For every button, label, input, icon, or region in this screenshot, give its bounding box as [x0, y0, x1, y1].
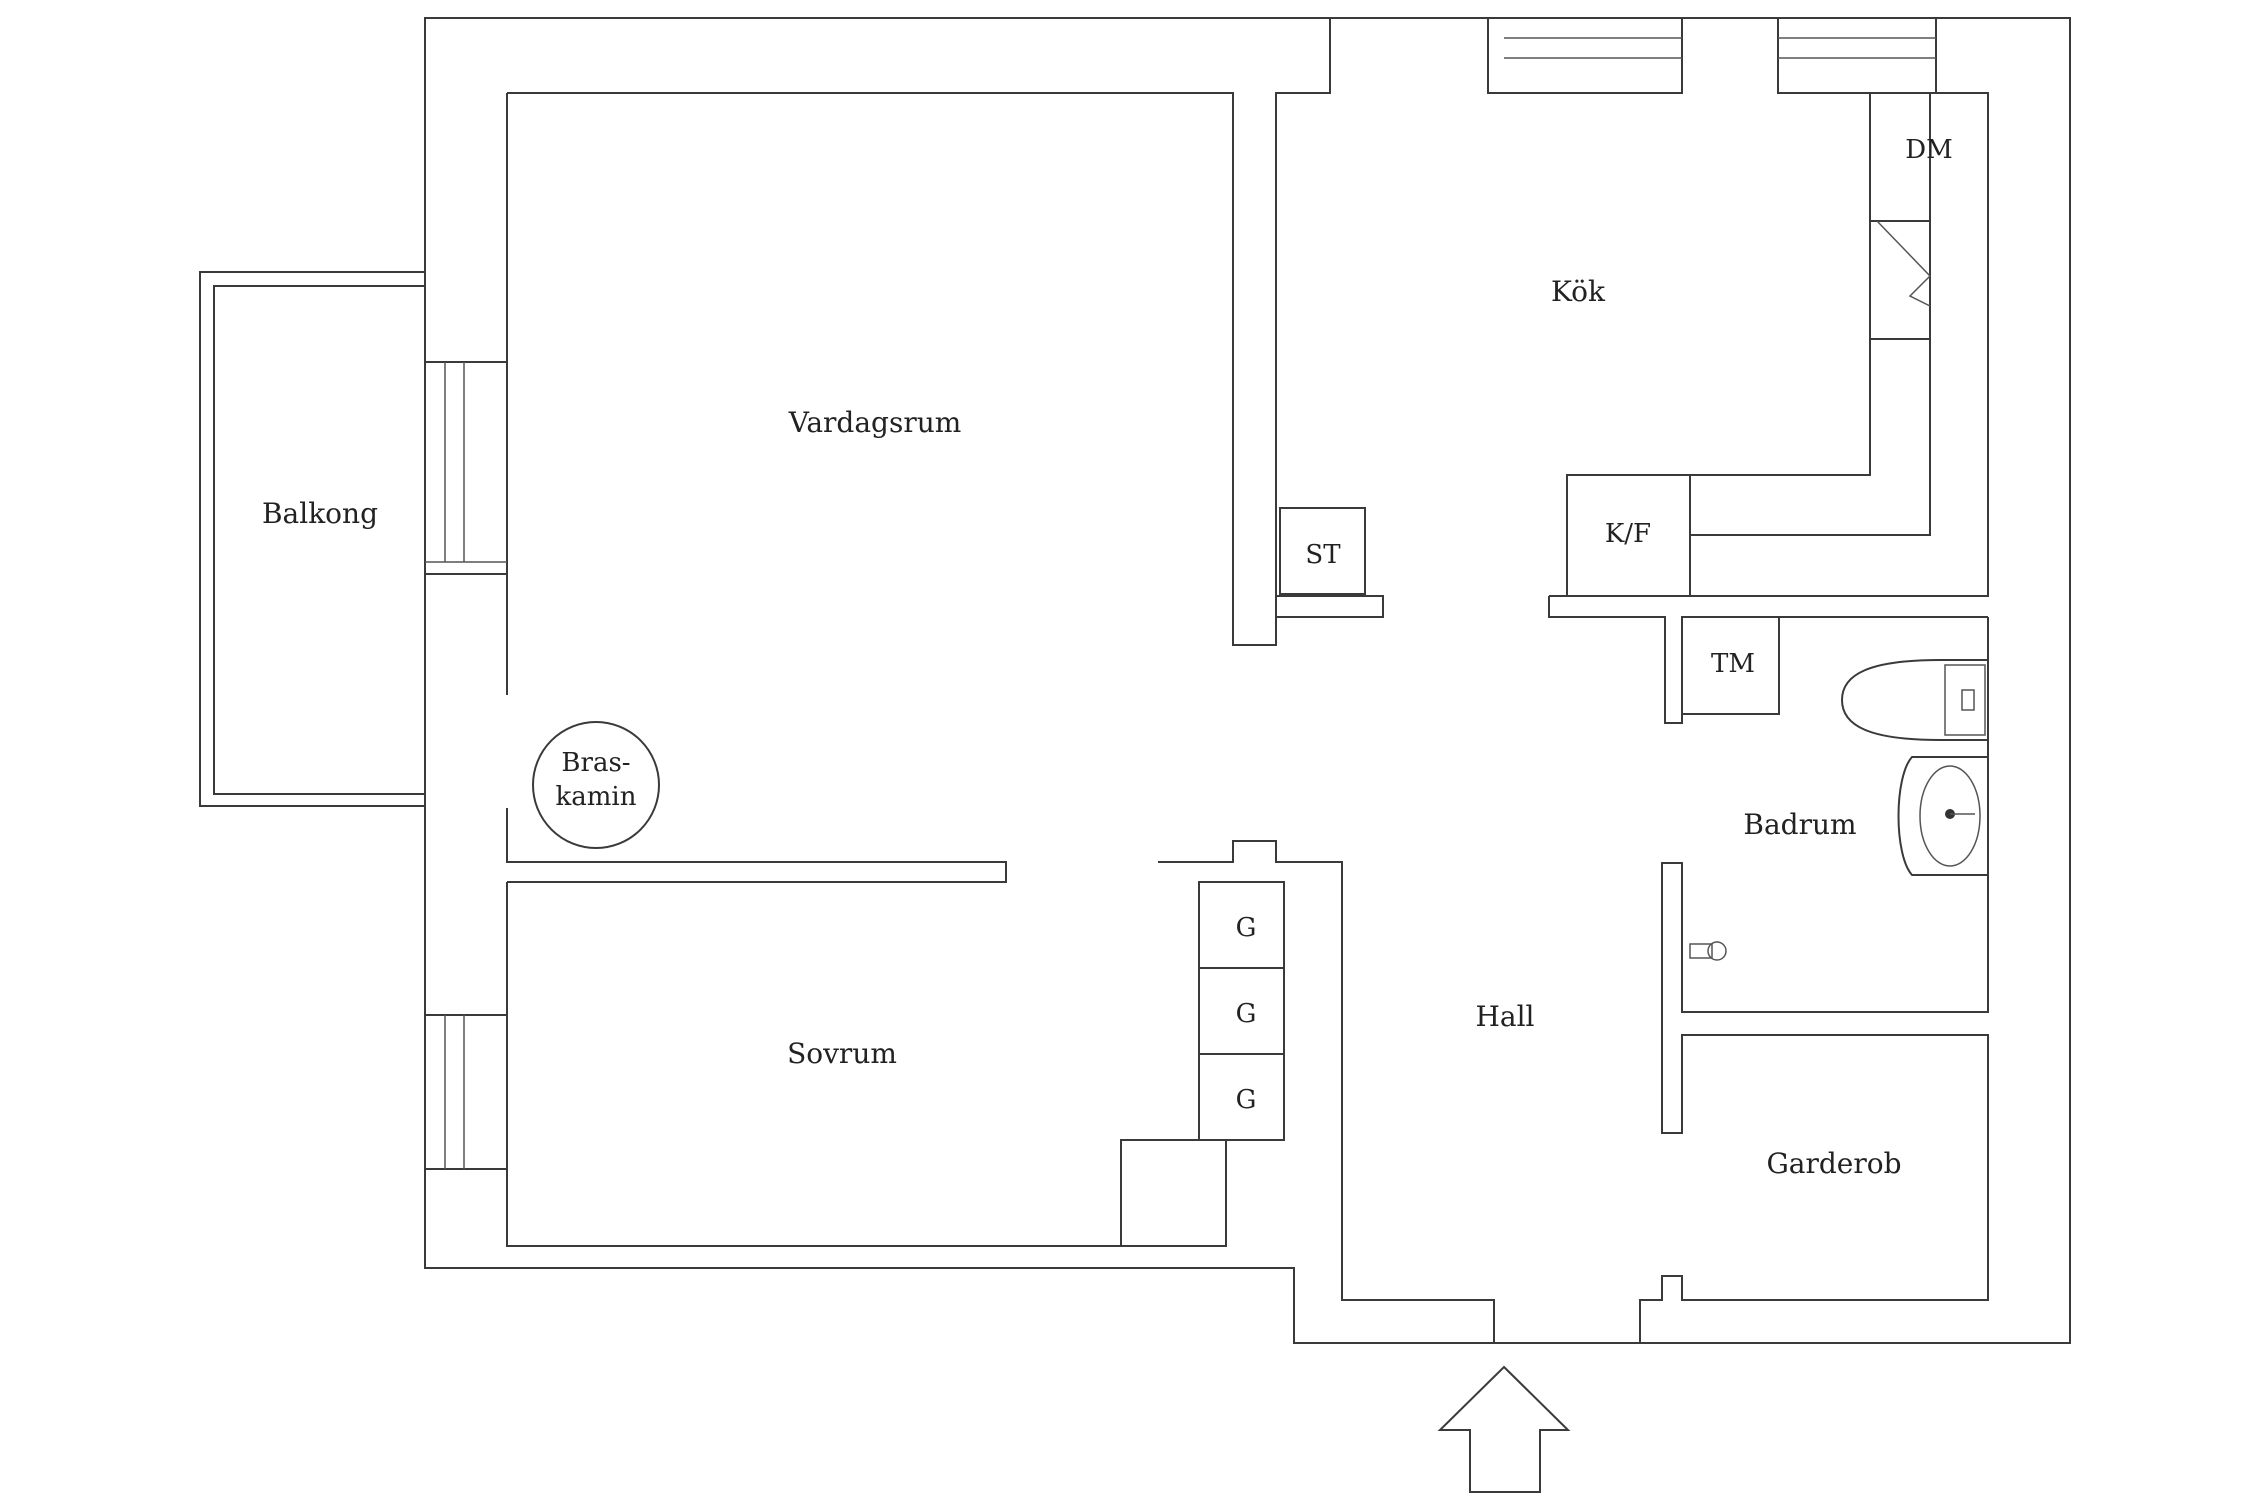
room-label-kok: Kök — [1551, 275, 1606, 308]
fixture-label-dm: DM — [1905, 135, 1952, 165]
fixture-label-g1: G — [1236, 913, 1257, 943]
fixture-label-kf: K/F — [1605, 519, 1651, 549]
stove-icon — [1869, 220, 1932, 340]
room-label-balkong: Balkong — [262, 497, 378, 530]
shower-icon — [1689, 941, 1727, 961]
room-label-hall: Hall — [1475, 1000, 1534, 1033]
bedroom-window — [424, 1014, 508, 1170]
fixture-label-tm: TM — [1711, 649, 1755, 679]
storage-wall — [1276, 595, 1384, 618]
living-room-walls — [507, 18, 1331, 646]
entrance-arrow-icon — [1437, 1365, 1571, 1493]
room-label-garderob: Garderob — [1766, 1147, 1901, 1180]
kitchen-counter — [1689, 92, 1989, 597]
room-label-vardagsrum: Vardagsrum — [788, 406, 962, 439]
fixture-label-braskamin-2: kamin — [556, 782, 637, 812]
balcony — [199, 271, 426, 807]
kitchen-counter-inner — [1690, 93, 1871, 476]
outer-wall — [424, 17, 2071, 1344]
washing-machine — [1681, 616, 1780, 715]
living-room-left-wall — [506, 93, 1007, 883]
kitchen-window — [1487, 17, 1937, 94]
storage — [1279, 507, 1366, 595]
room-label-badrum: Badrum — [1743, 808, 1856, 841]
sink-icon — [1897, 756, 1989, 876]
hall-walls — [1158, 617, 1989, 1343]
bedroom-walls — [506, 882, 1227, 1247]
fireplace-icon — [532, 721, 660, 849]
fixture-label-braskamin-1: Bras- — [561, 748, 630, 778]
balcony-door — [424, 361, 508, 575]
fixture-label-g2: G — [1236, 999, 1257, 1029]
fixture-label-st: ST — [1305, 540, 1341, 570]
wardrobes — [1198, 881, 1285, 1141]
toilet-icon — [1840, 659, 1989, 741]
room-label-sovrum: Sovrum — [787, 1037, 897, 1070]
fixture-label-g3: G — [1236, 1085, 1257, 1115]
